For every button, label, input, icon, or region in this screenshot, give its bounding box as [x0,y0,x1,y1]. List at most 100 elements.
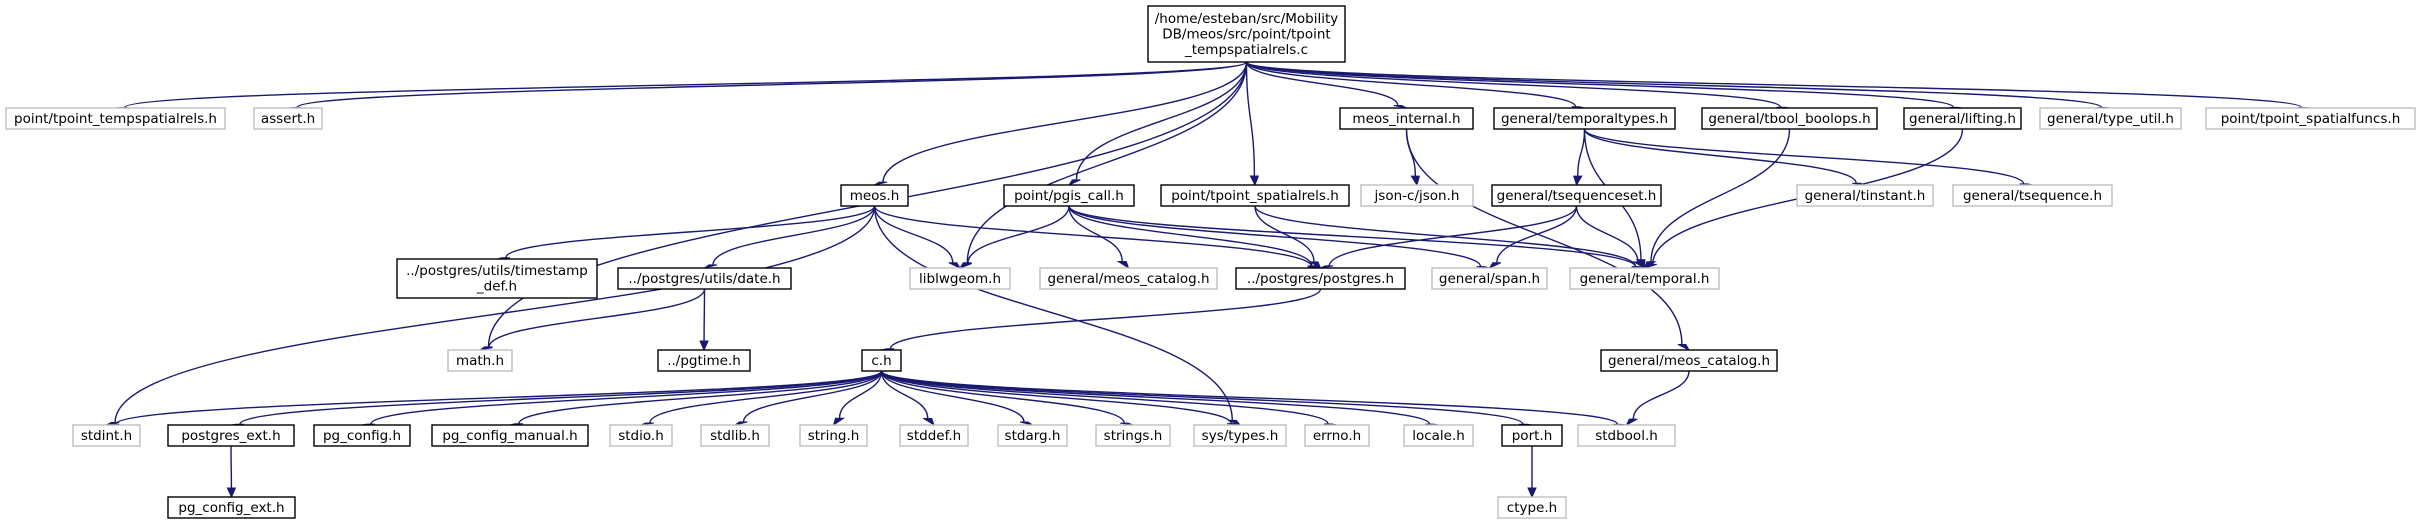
edge-postgres_h-to-c_h [881,288,1322,351]
node-label: point/tpoint_tempspatialrels.h [14,111,217,127]
node-postgres-ext-h[interactable]: postgres_ext.h [167,424,295,447]
node-stdio-h: stdio.h [609,424,673,447]
node-assert-h: assert.h [253,107,323,130]
edge-root-to-pgis_call_h [1067,61,1248,187]
edge-date_h-to-pgtime_h [699,288,709,352]
node-label: point/tpoint_spatialfuncs.h [2221,111,2401,127]
node-point-tpoint-spatialrels-h[interactable]: point/tpoint_spatialrels.h [1160,184,1350,207]
node-box [1569,267,1720,290]
node-label: ctype.h [1507,500,1557,516]
node-general-temporaltypes-h[interactable]: general/temporaltypes.h [1493,107,1676,130]
node-label: strings.h [1104,428,1163,444]
node-label: math.h [456,353,504,369]
edge-c_h-to-postgres_ext_h [230,370,883,426]
arrowhead [1677,343,1691,352]
node-pg-config-h[interactable]: pg_config.h [313,424,411,447]
node-label: _def.h [476,279,517,295]
node-box [1491,184,1662,207]
node-box [1039,267,1218,290]
node-box [1403,424,1474,447]
node-general-tbool-boolops-h[interactable]: general/tbool_boolops.h [1701,107,1878,130]
edge-meos_catalog_doc-to-stdbool_h [1625,370,1690,427]
node-c-h[interactable]: c.h [861,349,902,372]
edge-c_h-to-strings_h [880,370,1134,426]
arrowhead [704,264,718,269]
node-label: assert.h [261,111,315,127]
edge-pgis_call_h-to-liblwgeom_h [959,205,1070,269]
node-label: meos.h [850,188,900,204]
node-label: DB/meos/src/point/tpoint [1162,26,1330,42]
node-label: general/meos_catalog.h [1047,271,1209,287]
arrowhead [1067,179,1081,187]
edge-meos_h-to-liblwgeom_h [873,205,962,270]
node-box [1600,349,1778,372]
node-general-meos-catalog-h[interactable]: general/meos_catalog.h [1600,349,1778,372]
node-box [1160,184,1350,207]
arrowhead [1019,421,1033,426]
node-general-tsequenceset-h[interactable]: general/tsequenceset.h [1491,184,1662,207]
node-box [396,258,598,299]
node-pg-config-manual-h[interactable]: pg_config_manual.h [431,424,589,447]
arrowhead [1228,419,1242,427]
edge-port_h-to-ctype_h [1527,446,1537,499]
node-postgres-postgres-h[interactable]: ../postgres/postgres.h [1235,267,1406,290]
node-stddef-h: stddef.h [899,424,969,447]
node-postgres-utils-date-h[interactable]: ../postgres/utils/date.h [617,267,792,290]
node-box [997,424,1068,447]
node-box [1147,5,1346,63]
node-strings-h: strings.h [1095,424,1171,447]
node-box [1339,107,1474,130]
node-label: general/tsequence.h [1963,188,2102,204]
node-label: general/tinstant.h [1805,188,1926,204]
node-point-pgis-call-h[interactable]: point/pgis_call.h [1003,184,1135,207]
node-label: c.h [871,353,891,369]
node-box [72,424,141,447]
node-general-meos-catalog-h: general/meos_catalog.h [1039,267,1218,290]
node-box [1003,184,1135,207]
node-label: general/lifting.h [1909,111,2016,127]
node-box [1095,424,1171,447]
node-box [313,424,411,447]
node-box [1304,424,1370,447]
edge-c_h-to-stdint_h [106,370,883,426]
arrowhead [1320,265,1334,269]
node-label: general/temporaltypes.h [1501,111,1668,127]
node-box [1501,424,1563,447]
arrowhead [959,263,972,269]
edge-root-to-meos_h [874,61,1248,186]
node-locale-h: locale.h [1403,424,1474,447]
node-label: stdlib.h [710,428,760,444]
edge-root-to-tpoint_spatialfuncs_h [1245,61,2311,109]
node-label: ../pgtime.h [667,353,741,369]
edge-root-to-tpoint_spatialrels_h [1245,61,1260,187]
node-box [253,107,323,130]
edge-pgis_call_h-to-temporal_h [1068,205,1645,269]
node-label: /home/esteban/src/Mobility [1155,11,1339,27]
node-meos-h[interactable]: meos.h [840,184,909,207]
arrowhead [1527,487,1537,499]
node-box [447,349,513,372]
node-pgtime-h[interactable]: ../pgtime.h [657,349,751,372]
node-label: locale.h [1412,428,1465,444]
node-postgres-utils-timestamp-def-h[interactable]: ../postgres/utils/timestamp_def.h [396,258,598,299]
edge-c_h-to-stdbool_h [880,370,1627,426]
edge-tsequenceset_h-to-postgres_h [1320,205,1578,269]
node-label: sys/types.h [1202,428,1279,444]
node-general-tsequence-h: general/tsequence.h [1952,184,2113,207]
node-box [1701,107,1878,130]
node-ctype-h: ctype.h [1497,496,1567,519]
edge-pgis_call_h-to-meos_catalog_grey [1068,205,1130,270]
node-point-tpoint-tempspatialrels-h: point/tpoint_tempspatialrels.h [5,107,226,130]
node-general-type-util-h: general/type_util.h [2039,107,2182,130]
node-label: postgres_ext.h [181,428,280,444]
node-box [1493,107,1676,130]
edge-root-to-lifting_h [1245,61,1963,109]
node-general-lifting-h[interactable]: general/lifting.h [1903,107,2022,130]
node-meos-internal-h[interactable]: meos_internal.h [1339,107,1474,130]
node-label: ../postgres/postgres.h [1247,271,1394,287]
edge-temporaltypes_h-to-tsequenceset_h [1573,128,1586,187]
node-port-h[interactable]: port.h [1501,424,1563,447]
node-label: _tempspatialrels.c [1184,42,1308,58]
node-pg-config-ext-h[interactable]: pg_config_ext.h [167,496,296,519]
arrowhead [1410,175,1420,187]
